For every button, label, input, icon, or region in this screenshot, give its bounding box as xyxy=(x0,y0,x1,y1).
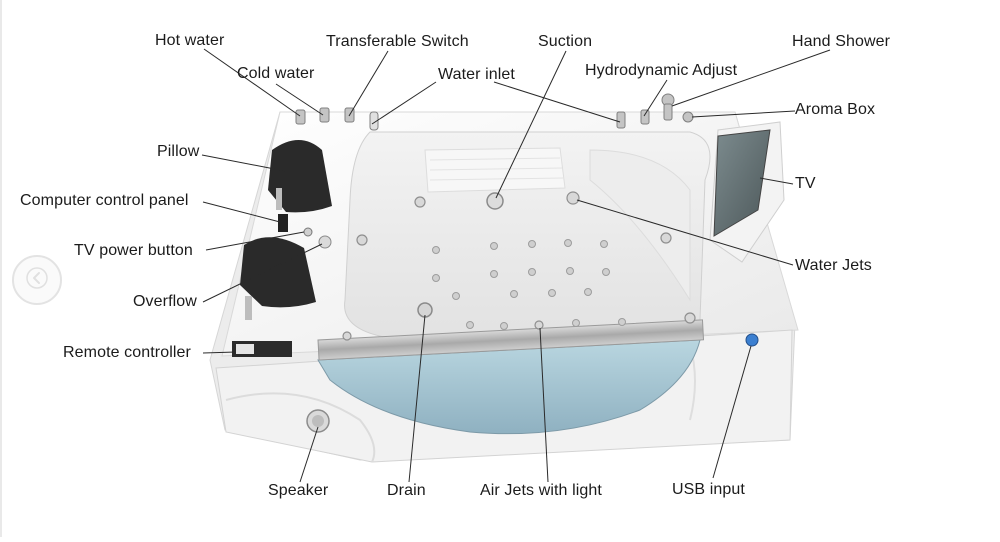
label-remote-controller: Remote controller xyxy=(63,344,191,361)
label-computer-control-panel: Computer control panel xyxy=(20,192,189,209)
label-water-inlet: Water inlet xyxy=(438,66,515,83)
control-panel-device xyxy=(278,214,288,232)
label-usb-input: USB input xyxy=(672,481,745,498)
chevron-left-icon xyxy=(26,267,48,289)
water-jets-grid xyxy=(432,239,626,330)
label-hot-water: Hot water xyxy=(155,32,225,49)
faucet-row xyxy=(295,93,694,131)
side-jets xyxy=(342,191,696,341)
label-speaker: Speaker xyxy=(268,482,329,499)
tv-power-knob xyxy=(303,227,313,237)
label-suction: Suction xyxy=(538,33,593,50)
left-edge-divider xyxy=(0,0,2,537)
label-tv-power-button: TV power button xyxy=(74,242,193,259)
tv-unit xyxy=(709,121,785,263)
label-transferable-switch: Transferable Switch xyxy=(326,33,469,50)
drain-fitting xyxy=(417,302,433,318)
leader-lines xyxy=(201,48,831,483)
label-aroma-box: Aroma Box xyxy=(795,101,876,118)
label-tv: TV xyxy=(795,175,816,192)
label-drain: Drain xyxy=(387,482,426,499)
usb-port xyxy=(745,333,759,347)
label-water-jets: Water Jets xyxy=(795,257,872,274)
glass-panel xyxy=(317,339,701,435)
previous-image-button[interactable] xyxy=(12,255,62,305)
label-air-jets-with-light: Air Jets with light xyxy=(480,482,602,499)
label-pillow: Pillow xyxy=(157,143,200,160)
label-hydrodynamic-adjust: Hydrodynamic Adjust xyxy=(585,62,738,79)
pillows xyxy=(240,140,332,320)
inner-basin xyxy=(344,131,711,339)
suction-fitting xyxy=(486,192,504,210)
steel-rim-bar xyxy=(317,319,705,361)
label-hand-shower: Hand Shower xyxy=(792,33,891,50)
overflow-fitting xyxy=(318,235,332,249)
label-overflow: Overflow xyxy=(133,293,197,310)
label-cold-water: Cold water xyxy=(237,65,315,82)
